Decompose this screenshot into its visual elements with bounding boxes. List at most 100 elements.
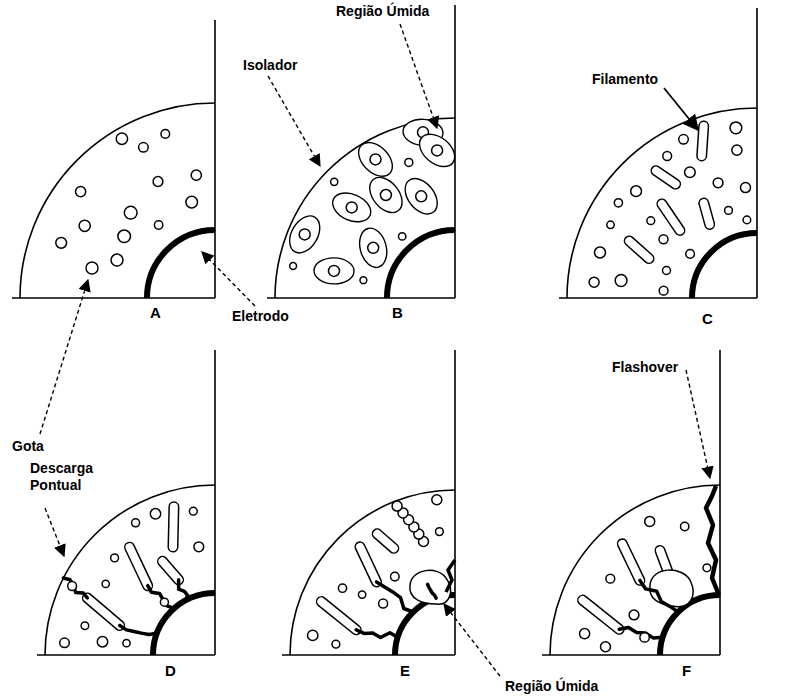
panel-letter: E xyxy=(400,662,410,679)
water-drop xyxy=(189,507,197,515)
panel-letter: B xyxy=(392,304,403,321)
support-line xyxy=(214,350,216,655)
region-label: Região Úmida xyxy=(336,3,429,20)
water-drop xyxy=(659,235,668,244)
water-drop xyxy=(399,233,406,240)
water-drop xyxy=(601,642,611,652)
water-drop xyxy=(685,167,696,178)
water-drop xyxy=(123,640,130,647)
water-drop xyxy=(607,221,614,228)
wet-region xyxy=(413,128,460,173)
electrode xyxy=(387,230,455,298)
water-drop xyxy=(741,183,751,193)
part-label: Eletrodo xyxy=(232,308,289,325)
water-drop xyxy=(132,519,140,527)
discharge xyxy=(148,586,174,609)
filament xyxy=(656,171,676,184)
filament xyxy=(622,544,640,581)
panel-letter: F xyxy=(682,662,691,679)
base-line xyxy=(37,654,215,656)
water-drop xyxy=(186,196,198,208)
electrode xyxy=(147,230,215,298)
wet-region xyxy=(328,187,375,227)
water-drop xyxy=(360,277,367,284)
base-line xyxy=(559,297,757,299)
insulator-outline xyxy=(20,103,215,298)
filament xyxy=(662,204,680,231)
part-label: Gota xyxy=(12,438,44,455)
water-drop xyxy=(161,130,170,139)
water-drop xyxy=(139,143,149,153)
base-line xyxy=(542,654,720,656)
flashover-arc xyxy=(706,486,719,595)
leader-line xyxy=(400,24,437,128)
filament xyxy=(629,241,649,259)
base-line xyxy=(282,654,455,656)
water-drop xyxy=(595,247,606,258)
water-drop xyxy=(154,221,162,229)
water-drop xyxy=(308,630,318,640)
water-drop xyxy=(60,638,70,648)
water-drop xyxy=(732,145,742,155)
filament xyxy=(656,171,676,184)
water-drop xyxy=(116,133,127,144)
water-drop xyxy=(111,254,123,266)
filament xyxy=(622,544,640,581)
insulator-outline xyxy=(550,485,720,655)
filament xyxy=(704,203,710,224)
water-drop xyxy=(370,154,381,165)
water-drop xyxy=(663,152,672,161)
water-drop xyxy=(358,591,365,598)
water-drop xyxy=(640,633,649,642)
electrode xyxy=(153,593,215,655)
discharge xyxy=(179,580,188,600)
water-drop xyxy=(111,554,119,562)
water-drop xyxy=(686,250,695,259)
water-drop xyxy=(194,542,204,552)
support-line xyxy=(719,350,721,655)
base-line xyxy=(267,297,455,299)
filament xyxy=(704,203,710,224)
water-drop xyxy=(329,265,340,276)
water-drop xyxy=(97,637,107,647)
wet-region xyxy=(352,136,399,183)
water-drop xyxy=(629,610,639,620)
filament xyxy=(360,547,377,582)
water-drop xyxy=(432,495,442,505)
panel-letter: A xyxy=(150,304,161,321)
wet-region xyxy=(363,171,408,218)
filament xyxy=(377,534,394,549)
water-drop xyxy=(725,207,733,215)
water-drop xyxy=(379,599,388,608)
water-drop xyxy=(647,217,655,225)
discharge xyxy=(377,582,414,612)
filament xyxy=(702,126,704,156)
filament xyxy=(377,534,394,549)
region-label: Região Úmida xyxy=(505,678,598,695)
water-drop xyxy=(124,206,137,219)
water-drop xyxy=(713,178,723,188)
water-drop xyxy=(380,190,391,201)
insulator-outline xyxy=(45,485,215,655)
water-drop xyxy=(68,582,77,591)
filament xyxy=(130,547,148,586)
filament xyxy=(163,561,179,580)
leader-line xyxy=(268,76,320,166)
discharge xyxy=(356,630,398,638)
leader-lines xyxy=(40,24,710,676)
filament xyxy=(583,600,620,629)
water-drop xyxy=(56,237,67,248)
part-label: Filamento xyxy=(592,71,658,88)
discharge xyxy=(446,560,455,592)
water-drop xyxy=(436,528,444,536)
wet-region xyxy=(283,211,326,259)
water-drop xyxy=(346,202,357,213)
filament xyxy=(168,507,180,547)
water-drop xyxy=(606,574,615,583)
base-line xyxy=(12,297,215,299)
water-drop xyxy=(645,516,655,526)
wet-region xyxy=(410,570,451,604)
water-drop xyxy=(730,122,742,134)
water-drop xyxy=(79,220,90,231)
